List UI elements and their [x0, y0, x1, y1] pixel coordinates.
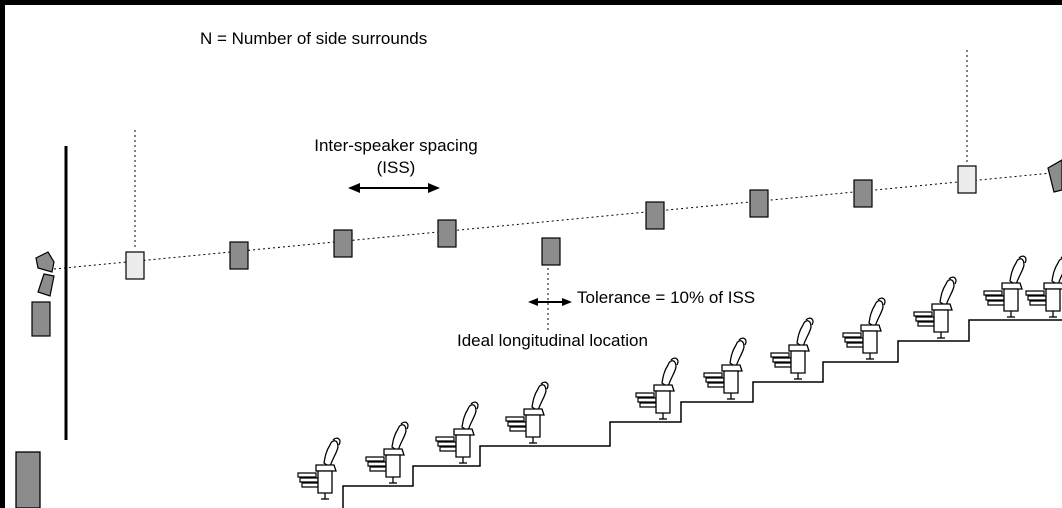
seat-icon	[365, 421, 409, 484]
surround-speaker-icon	[645, 201, 665, 230]
seat-icon	[505, 381, 549, 444]
surround-speakers	[125, 165, 977, 280]
surround-speaker-icon	[437, 219, 457, 248]
surround-speaker-icon	[853, 179, 873, 208]
surround-speaker-icon	[541, 237, 561, 266]
surround-speaker-icon	[957, 165, 977, 194]
seat-icon	[297, 437, 341, 500]
iss-label-line1: Inter-speaker spacing	[314, 136, 477, 155]
seat-icon	[770, 317, 814, 380]
surround-speaker-icon	[749, 189, 769, 218]
surround-speaker-icon	[333, 229, 353, 258]
seat-icon	[842, 297, 886, 360]
seat-icon	[703, 337, 747, 400]
ideal-location-label: Ideal longitudinal location	[457, 331, 648, 350]
edge-speaker-icon	[1047, 159, 1062, 193]
seat-icon	[913, 276, 957, 339]
subwoofer-icon	[15, 451, 41, 508]
number-of-surrounds-note: N = Number of side surrounds	[200, 29, 427, 48]
surround-speaker-icon	[229, 241, 249, 270]
screen-speaker-icon	[31, 251, 55, 337]
stepped-floor	[342, 319, 1062, 508]
seat-icon	[435, 401, 479, 464]
seat-icon	[1025, 255, 1062, 318]
surround-speaker-icon	[125, 251, 145, 280]
tolerance-arrow	[528, 298, 572, 306]
iss-arrow	[348, 183, 440, 193]
seat-icon	[983, 255, 1027, 318]
speaker-line	[53, 171, 1062, 270]
seat-icon	[635, 357, 679, 420]
tolerance-label: Tolerance = 10% of ISS	[577, 288, 755, 307]
iss-label-line2: (ISS)	[377, 158, 416, 177]
